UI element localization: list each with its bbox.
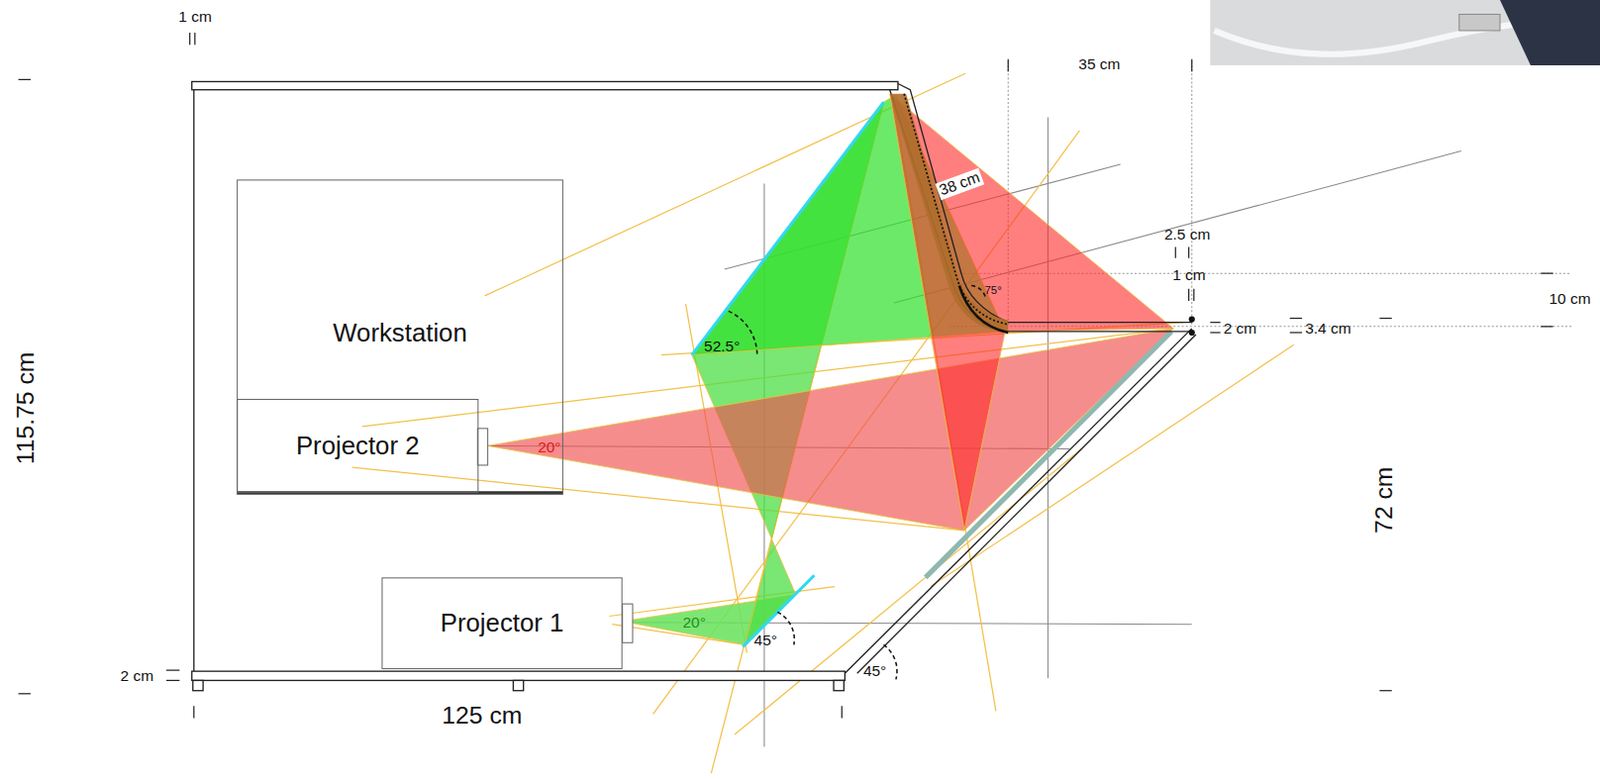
screen-band <box>890 94 1009 333</box>
box-label: Projector 2 <box>296 431 420 460</box>
mirror <box>925 331 1172 578</box>
dimension-label: 20° <box>537 438 561 456</box>
mirror <box>692 101 885 356</box>
dimension-label: 2 cm <box>1223 320 1258 338</box>
ray-guides <box>352 73 1295 774</box>
dimension-label: 125 cm <box>441 701 522 729</box>
projector-lens <box>477 428 488 466</box>
projector-lens <box>622 603 633 643</box>
photo-fragment <box>1209 0 1600 66</box>
corner-dot <box>1189 315 1196 322</box>
dimension-label: 72 cm <box>1371 466 1399 533</box>
screen-surface <box>903 94 1008 325</box>
dimension-label: 1 cm <box>178 7 212 25</box>
dimension-label: 2 cm <box>120 668 155 686</box>
dimension-label: 20° <box>682 613 705 631</box>
red-beam <box>488 94 1175 531</box>
dimension-label: 45° <box>863 663 887 681</box>
corner-dot <box>1189 329 1196 336</box>
dimension-label: 10 cm <box>1548 291 1591 308</box>
box-label: Workstation <box>332 319 468 348</box>
angle-arcs <box>728 286 987 681</box>
dimension-ticks <box>18 32 1554 719</box>
dimension-label: 75° <box>985 284 1002 297</box>
dimension-label: 1 cm <box>1172 267 1206 285</box>
dimension-label: 35 cm <box>1078 56 1120 74</box>
dimension-label: 115.75 cm <box>11 351 39 465</box>
equipment-box: Projector 2 <box>236 399 479 494</box>
equipment-box: WorkstationProjector 2 <box>236 179 564 495</box>
dimension-label: 52.5° <box>703 337 740 355</box>
dimension-label: 45° <box>754 632 778 650</box>
dimension-label: 3.4 cm <box>1304 320 1351 338</box>
dimension-label: 2.5 cm <box>1164 226 1210 244</box>
box-label: Projector 1 <box>440 609 565 638</box>
cabinet <box>192 81 1197 691</box>
equipment-box: Projector 1 <box>381 577 622 670</box>
mirror <box>742 575 814 647</box>
